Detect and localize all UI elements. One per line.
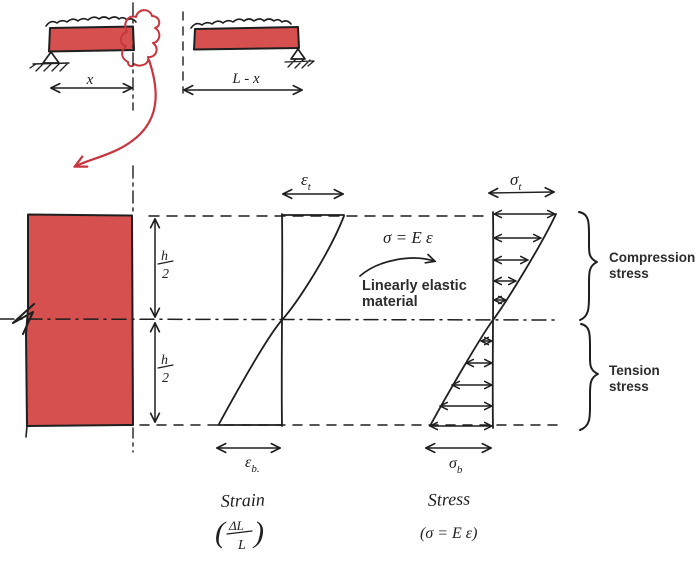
strain-top-dimension: εt xyxy=(284,170,342,194)
svg-text:2: 2 xyxy=(162,371,169,386)
stress-caption: Stress xyxy=(427,489,470,510)
section-corner-tick xyxy=(25,425,28,438)
beam-left: x xyxy=(29,16,137,88)
compression-label-line2: stress xyxy=(609,266,649,281)
callout-arrow xyxy=(76,58,157,166)
svg-text:ΔL: ΔL xyxy=(228,518,244,533)
annotations: σ = E ε Linearly elastic material Compre… xyxy=(359,211,695,431)
svg-text:2: 2 xyxy=(162,267,169,282)
compression-arrows xyxy=(495,214,554,300)
section-body xyxy=(25,213,134,427)
stress-formula: (σ = E ε) xyxy=(420,525,477,542)
beam-right: L - x xyxy=(182,11,315,93)
beam-right-load-squiggle xyxy=(190,18,292,29)
span-dimension-l-minus-x: L - x xyxy=(185,71,301,90)
svg-text:h: h xyxy=(161,249,168,264)
strain-formula: ( ΔL L ) xyxy=(215,516,264,553)
material-note-arrow xyxy=(359,258,434,277)
strain-diagonal xyxy=(218,215,345,425)
span-label-x: x xyxy=(86,72,94,88)
material-note-line1: Linearly elastic xyxy=(362,278,467,294)
svg-text:L: L xyxy=(237,538,246,553)
section-break-zigzag xyxy=(11,302,36,336)
cut-section-callout xyxy=(76,9,161,166)
cross-section xyxy=(11,165,134,453)
beam-right-body xyxy=(193,26,300,51)
compression-label-line1: Compression xyxy=(609,250,695,265)
strain-bottom-label: εb. xyxy=(245,454,260,475)
height-dimension: h 2 h 2 xyxy=(155,220,174,421)
strain-top-label: εt xyxy=(301,170,312,193)
top-view: x L - x xyxy=(29,2,315,166)
pin-support-left xyxy=(29,51,70,72)
beam-left-load-squiggle xyxy=(45,16,137,27)
tension-brace xyxy=(579,323,599,431)
stress-bottom-label: σb xyxy=(449,455,463,476)
material-note-line2: material xyxy=(362,294,418,310)
neutral-axis-line xyxy=(0,318,558,321)
stress-diagram: σt σb Stress (σ = E ε) xyxy=(420,170,557,542)
stress-top-label: σt xyxy=(510,170,522,193)
stress-bottom-dimension: σb xyxy=(427,448,490,476)
strain-diagram: εt εb. Strain ( ΔL L ) xyxy=(215,170,345,553)
tension-zone-annotation: Tension stress xyxy=(579,323,660,431)
compression-brace xyxy=(578,211,598,321)
stress-diagonal xyxy=(429,213,557,427)
half-height-label-bottom: h 2 xyxy=(157,353,174,386)
tension-label-line1: Tension xyxy=(609,363,660,378)
pin-support-right xyxy=(284,48,315,69)
strain-caption: Strain xyxy=(220,489,265,511)
cut-cloud xyxy=(119,9,161,68)
svg-text:(: ( xyxy=(215,516,227,549)
compression-zone-annotation: Compression stress xyxy=(578,211,695,321)
span-dimension-x: x xyxy=(52,72,131,88)
half-height-label-top: h 2 xyxy=(157,249,174,282)
stress-top-dimension: σt xyxy=(490,170,553,193)
hooke-law-label: σ = E ε xyxy=(383,228,433,247)
svg-text:): ) xyxy=(252,516,264,549)
beam-left-body xyxy=(48,25,135,53)
strain-bottom-dimension: εb. xyxy=(218,448,279,475)
span-label-l-minus-x: L - x xyxy=(231,71,260,87)
tension-arrows xyxy=(431,341,491,426)
svg-text:h: h xyxy=(161,353,168,368)
tension-label-line2: stress xyxy=(609,379,649,394)
